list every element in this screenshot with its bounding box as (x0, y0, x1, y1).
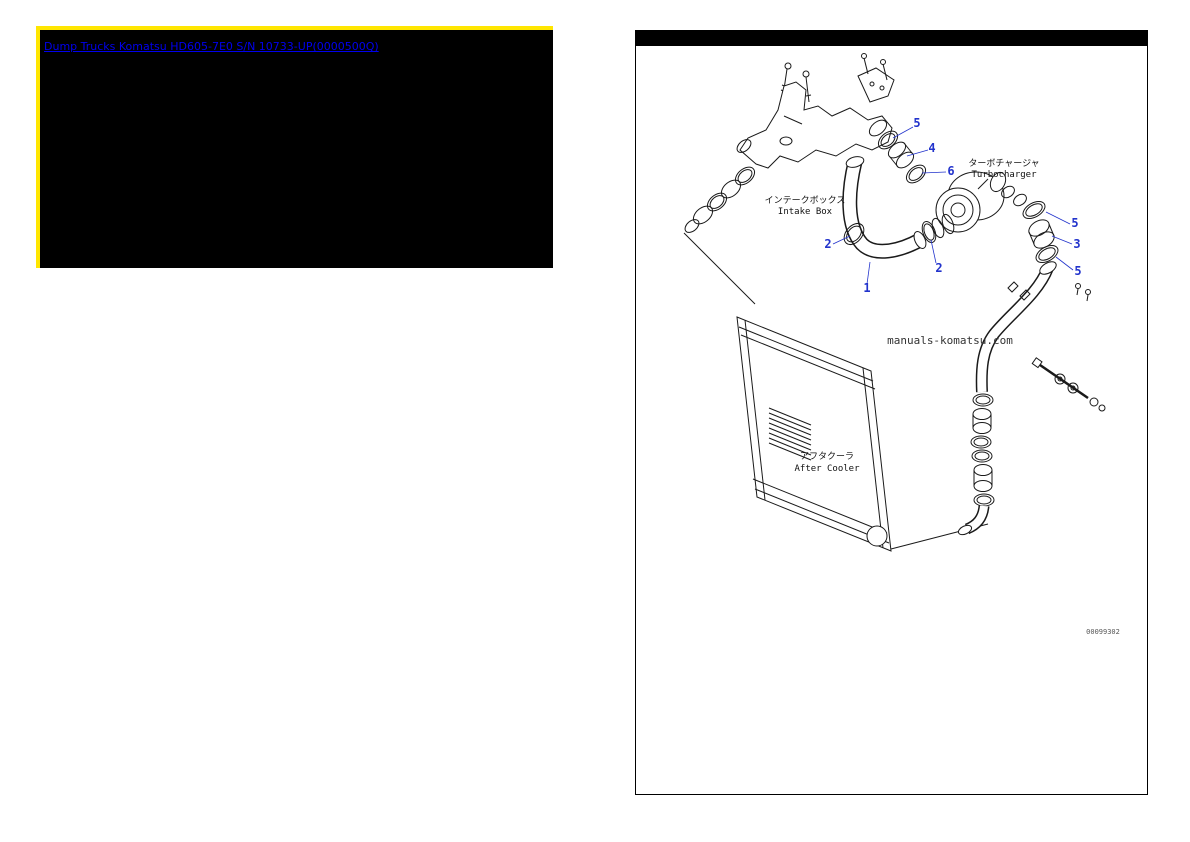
callout-number: 2 (935, 261, 942, 275)
callout-number: 5 (913, 116, 920, 130)
model-breadcrumb-link[interactable]: Dump Trucks Komatsu HD605-7E0 S/N 10733-… (44, 40, 379, 53)
intake-box-label-en: Intake Box (778, 207, 833, 217)
callout-number: 3 (1073, 237, 1080, 251)
callout-number: 5 (1071, 216, 1078, 230)
diagram-header-bar (636, 31, 1147, 46)
turbocharger-label-en: Turbocharger (971, 170, 1037, 180)
turbo-outlet-clamp-column (1022, 200, 1059, 264)
intake-box-label-jp: インテークボックス (765, 195, 846, 206)
header-link-panel: Dump Trucks Komatsu HD605-7E0 S/N 10733-… (36, 26, 553, 268)
callout-number: 1 (863, 281, 870, 295)
pipe-bracket-parts (1007, 281, 1091, 302)
callout-number: 2 (824, 237, 831, 251)
after-cooler-label-en: After Cooler (794, 464, 860, 474)
after-cooler-label-jp: アフタクーラ (800, 451, 854, 462)
bracket-plate (857, 67, 895, 103)
callout-numbers: 5 4 6 2 1 2 5 3 5 (824, 116, 1081, 295)
intake-box-body (736, 81, 893, 169)
part-labels: ターボチャージャ Turbocharger インテークボックス Intake B… (765, 158, 1040, 474)
intake-elbow-tube (842, 156, 927, 259)
watermark-text: manuals-komatsu.com (887, 334, 1013, 347)
hose-clamp-series-left (684, 166, 756, 233)
callout-leaders (832, 126, 1074, 285)
clamp-hose-series-upper (868, 119, 927, 184)
after-cooler (736, 316, 892, 552)
elbow-clamps (843, 213, 955, 246)
turbocharger-assembly (935, 171, 1027, 233)
turbocharger-label-jp: ターボチャージャ (968, 158, 1039, 169)
exploded-parts-diagram: 5 4 6 2 1 2 5 3 5 ターボチャージャ Turbocharger … (683, 53, 1120, 636)
callout-number: 4 (928, 141, 935, 155)
air-pipe (975, 261, 1057, 393)
frame-line-left (683, 232, 756, 305)
parts-diagram-panel: 5 4 6 2 1 2 5 3 5 ターボチャージャ Turbocharger … (635, 30, 1148, 795)
figure-code: 00099302 (1086, 628, 1120, 636)
pipe-coupling-stack (957, 393, 995, 536)
callout-number: 5 (1074, 264, 1081, 278)
after-cooler-fins (768, 407, 812, 461)
bolt-washer-assembly (1031, 357, 1106, 412)
callout-number: 6 (947, 164, 954, 178)
